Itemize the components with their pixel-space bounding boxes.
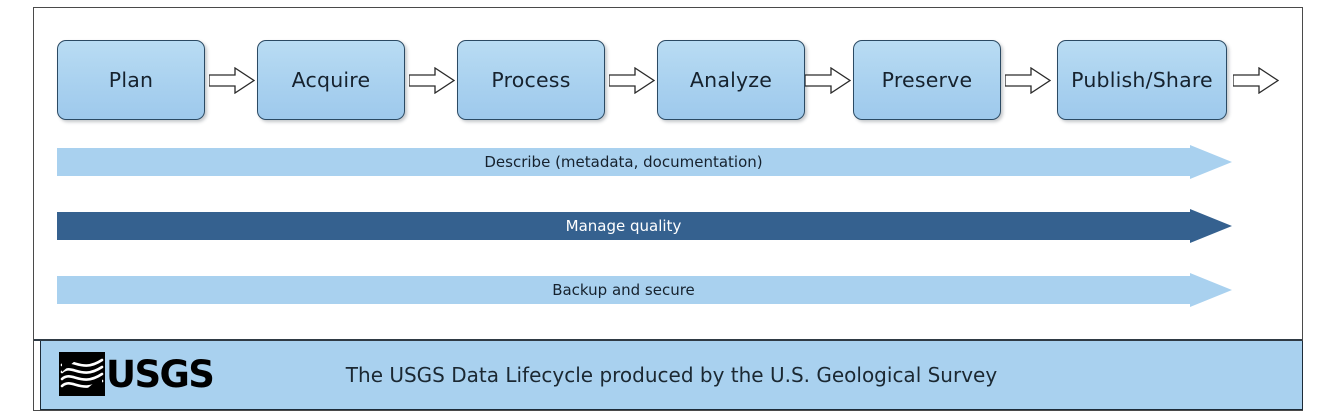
stage-label-plan: Plan [108, 68, 154, 92]
stage-box-plan[interactable]: Plan [57, 40, 205, 120]
arrow-right-icon-analyze-to-preserve [805, 67, 851, 94]
usgs-wordmark: USGS [106, 352, 215, 396]
arrow-right-icon-acquire-to-process [409, 67, 455, 94]
usgs-wave-mark-icon [59, 352, 105, 396]
crosscut-band-describe: Describe (metadata, documentation) [57, 145, 1232, 179]
arrow-right-icon-preserve-to-publish [1005, 67, 1051, 94]
footer-caption: The USGS Data Lifecycle produced by the … [345, 363, 998, 387]
stage-label-process: Process [491, 68, 571, 92]
stage-box-acquire[interactable]: Acquire [257, 40, 405, 120]
arrow-right-icon-plan-to-acquire [209, 67, 255, 94]
usgs-logo: USGS [59, 352, 215, 396]
stage-label-analyze: Analyze [689, 68, 773, 92]
footer-separator [34, 339, 1302, 341]
stage-label-preserve: Preserve [881, 68, 973, 92]
stage-label-acquire: Acquire [291, 68, 371, 92]
crosscut-band-backup-and-secure: Backup and secure [57, 273, 1232, 307]
footer-bar: USGS The USGS Data Lifecycle produced by… [40, 341, 1303, 410]
stage-box-process[interactable]: Process [457, 40, 605, 120]
crosscut-band-manage-quality: Manage quality [57, 209, 1232, 243]
stage-label-publish-share: Publish/Share [1071, 68, 1213, 92]
stage-box-preserve[interactable]: Preserve [853, 40, 1001, 120]
lifecycle-stage-row: Plan Acquire Process Analyze Preserve Pu… [57, 40, 1303, 120]
stage-box-analyze[interactable]: Analyze [657, 40, 805, 120]
arrow-right-icon-publish-to-end [1233, 67, 1279, 94]
stage-box-publish-share[interactable]: Publish/Share [1057, 40, 1227, 120]
arrow-right-icon-process-to-analyze [609, 67, 655, 94]
